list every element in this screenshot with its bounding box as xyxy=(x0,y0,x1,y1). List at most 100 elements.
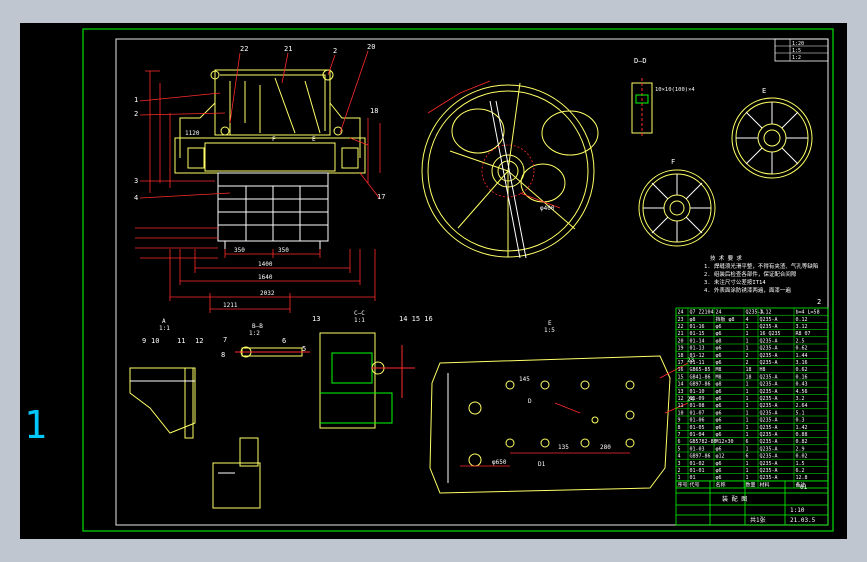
section-f-label: F xyxy=(671,158,675,166)
bom-cell: Q235-A xyxy=(760,360,778,366)
bom-frame xyxy=(675,307,829,489)
bom-cell: Q235-A xyxy=(760,353,778,359)
bom-cell: b=4 L=58 xyxy=(796,310,820,316)
bom-cell: Q235-A xyxy=(760,454,778,460)
drawing-svg[interactable]: 1 1:20 1:5 1:2 xyxy=(20,23,847,539)
dim-1640: 1640 xyxy=(258,274,273,281)
dim-350-b: 350 xyxy=(278,247,289,254)
callout-9: 9 xyxy=(142,337,146,345)
bom-cell: 6 xyxy=(746,439,749,445)
scale-c: 1:1 xyxy=(354,317,365,324)
bom-cell: 1 xyxy=(746,461,749,467)
callout-18: 18 xyxy=(370,107,378,115)
dim-1211: 1211 xyxy=(223,302,238,309)
section-f-view xyxy=(638,169,716,247)
title-sheet: 共1张 xyxy=(750,516,766,524)
section-e-view xyxy=(731,97,813,179)
main-view-dimensions xyxy=(135,70,381,313)
notes-line-4: 4. 外表面涂防锈漆两遍，面漆一遍 xyxy=(704,286,791,294)
label-10x10: 10×10(100)×4 xyxy=(655,87,695,93)
notes-mark-2: 2 xyxy=(817,298,821,306)
bom-cell: 24 xyxy=(678,310,684,316)
bom-cell: 01-02 xyxy=(690,461,705,467)
bom-cell: Q235-A xyxy=(760,374,778,380)
bom-cell: 11 xyxy=(678,403,684,409)
dim-350-a: 350 xyxy=(234,247,245,254)
bom-cell: 0.62 xyxy=(796,346,808,352)
bom-cell: 1 xyxy=(746,468,749,474)
bom-cell: Q7 Z2104 xyxy=(690,310,714,316)
callout-21: 21 xyxy=(284,45,292,53)
bom-cell: 10 xyxy=(678,410,684,416)
section-dd-view xyxy=(631,78,653,138)
callout-8: 8 xyxy=(221,351,225,359)
bom-cell: 21 xyxy=(678,331,684,337)
inner-border xyxy=(115,38,829,526)
bom-cell: Q235-A xyxy=(746,310,764,316)
bom-cell: 16 Q235 xyxy=(760,331,781,337)
bom-cell: 1.44 xyxy=(796,353,808,359)
bom-cell: 01-11 xyxy=(690,360,705,366)
bom-cell: Q235-A xyxy=(760,346,778,352)
bom-cell: 16 xyxy=(678,367,684,373)
scale-d: 1:5 xyxy=(544,327,555,334)
label-D1: D1 xyxy=(538,461,546,468)
bom-cell: GB41-86 xyxy=(690,374,711,380)
bom-cell: φ6 xyxy=(716,418,722,424)
bom-cell: 6 xyxy=(746,454,749,460)
bom-cell: 15 xyxy=(678,374,684,380)
bom-cell: 4.56 xyxy=(796,389,808,395)
bom-cell: 1 xyxy=(746,389,749,395)
corner-table: 1:20 1:5 1:2 xyxy=(774,38,829,62)
bom-cell: 22 xyxy=(678,324,684,330)
section-a-title: A xyxy=(162,318,166,325)
detail-views-leaders: 6 5 7 8 13 14 15 16 9 10 11 12 xyxy=(142,315,433,359)
outer-border xyxy=(82,28,834,532)
bom-cell: φ6 xyxy=(716,432,722,438)
bom-cell: 1.42 xyxy=(796,425,808,431)
scale-b: 1:2 xyxy=(249,330,260,337)
bom-cell: 19 xyxy=(678,346,684,352)
side-mark: 1 xyxy=(24,403,47,447)
dim-phi400: φ400 xyxy=(540,205,555,212)
bom-cell: Q235-A xyxy=(760,410,778,416)
bom-cell: 1 xyxy=(746,425,749,431)
callout-23: 23 xyxy=(687,357,695,364)
bom-cell: 挡板 φ8 xyxy=(716,316,735,323)
bom-cell: 0.43 xyxy=(796,382,808,388)
bom-cell: 23 xyxy=(678,317,684,323)
bom-cell: 1 xyxy=(746,324,749,330)
bom-cell: φ6 xyxy=(716,324,722,330)
bom-cell: GB97-86 xyxy=(690,382,711,388)
bom-cell: φ6 xyxy=(716,475,722,481)
bom-cell: Q235-A xyxy=(760,468,778,474)
bom-cell: Q235-A xyxy=(760,446,778,452)
bom-cell: 13 xyxy=(678,389,684,395)
dim-280: φ650 xyxy=(492,459,507,466)
dim-phi20: 145 xyxy=(519,376,530,383)
technical-notes: 技 术 要 求 1. 焊缝须光滑平整，不得有夹渣、气孔等缺陷 2. 组装后检查各… xyxy=(704,254,818,294)
detail-view-b xyxy=(319,332,415,429)
bom-cell: 0.62 xyxy=(796,367,808,373)
bom-cell: 1 xyxy=(746,446,749,452)
bom-cell: 12 xyxy=(678,396,684,402)
title-drawing-no: 01 xyxy=(800,484,808,491)
bom-cell: Q235-A xyxy=(760,425,778,431)
bom-cell: 1 xyxy=(746,418,749,424)
notes-line-3: 3. 未注尺寸公差按IT14 xyxy=(704,278,766,286)
dim-1400: 1400 xyxy=(258,261,273,268)
callout-1: 1 xyxy=(134,96,138,104)
bom-cell: 6 xyxy=(678,439,681,445)
label-E: E xyxy=(312,136,316,143)
bom-cell: φ6 xyxy=(716,446,722,452)
bom-header-cell: 数量 xyxy=(746,481,756,488)
bom-cell: 3 xyxy=(678,461,681,467)
bom-cell: Q235-A xyxy=(760,461,778,467)
cad-drawing-canvas[interactable]: 1 1:20 1:5 1:2 xyxy=(20,23,847,539)
bom-cell: 1.12 xyxy=(760,310,772,316)
dim-145: 135 xyxy=(558,444,569,451)
callout-2-top: 2 xyxy=(333,47,337,55)
circular-plate-view xyxy=(421,82,599,259)
callout-3: 3 xyxy=(134,177,138,185)
